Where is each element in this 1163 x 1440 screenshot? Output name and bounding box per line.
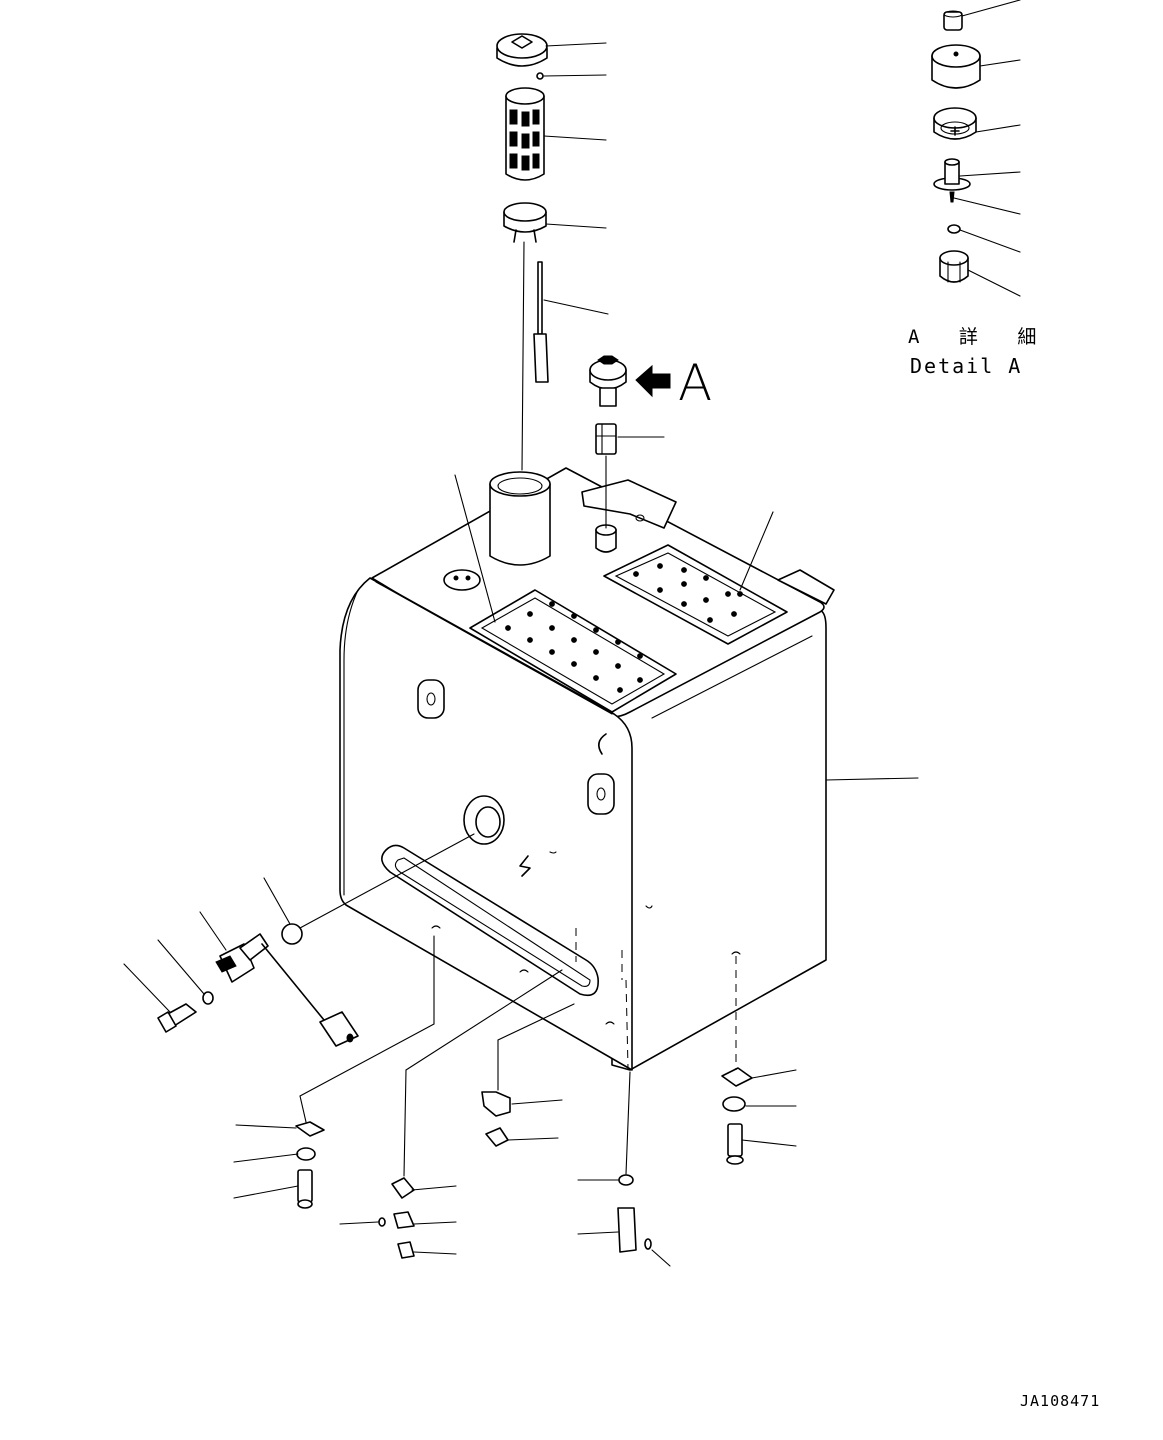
detail-a-parts [931, 10, 981, 283]
breather [589, 355, 627, 407]
strainer [505, 87, 545, 181]
inspection-cover-rear [603, 544, 788, 645]
dipstick [533, 261, 549, 383]
view-arrow [635, 364, 671, 398]
tank-edge-line [343, 589, 359, 896]
tank-edge-line [375, 581, 613, 715]
filler-cap [496, 33, 548, 67]
strainer-ring [503, 202, 547, 243]
detail-caption-japanese: A 詳 細 [908, 326, 1051, 348]
filler-neck [489, 471, 551, 566]
view-marker-letter: A [678, 354, 713, 412]
assembly-line [521, 241, 525, 471]
hook [598, 733, 607, 755]
tank-edge-line [651, 635, 813, 719]
top-flange [443, 569, 481, 591]
assembly-centerlines [299, 928, 737, 1177]
side-lug [587, 773, 615, 815]
detail-caption-english: Detail A [910, 354, 1023, 378]
top-boss [595, 529, 617, 553]
clip [519, 855, 531, 877]
sight-slot [381, 844, 599, 997]
level-gauge-assembly [157, 833, 475, 1047]
inspection-cover-front [469, 589, 677, 713]
leader-lines [123, 0, 1021, 1267]
side-lug [417, 679, 445, 719]
float [319, 1011, 359, 1047]
top-bracket-rear [777, 569, 835, 605]
drain-fittings [295, 1067, 753, 1259]
drawing-number: JA108471 [1020, 1392, 1101, 1410]
gauge-port [463, 795, 505, 845]
pin [536, 72, 544, 80]
adapter-fitting [595, 423, 617, 455]
